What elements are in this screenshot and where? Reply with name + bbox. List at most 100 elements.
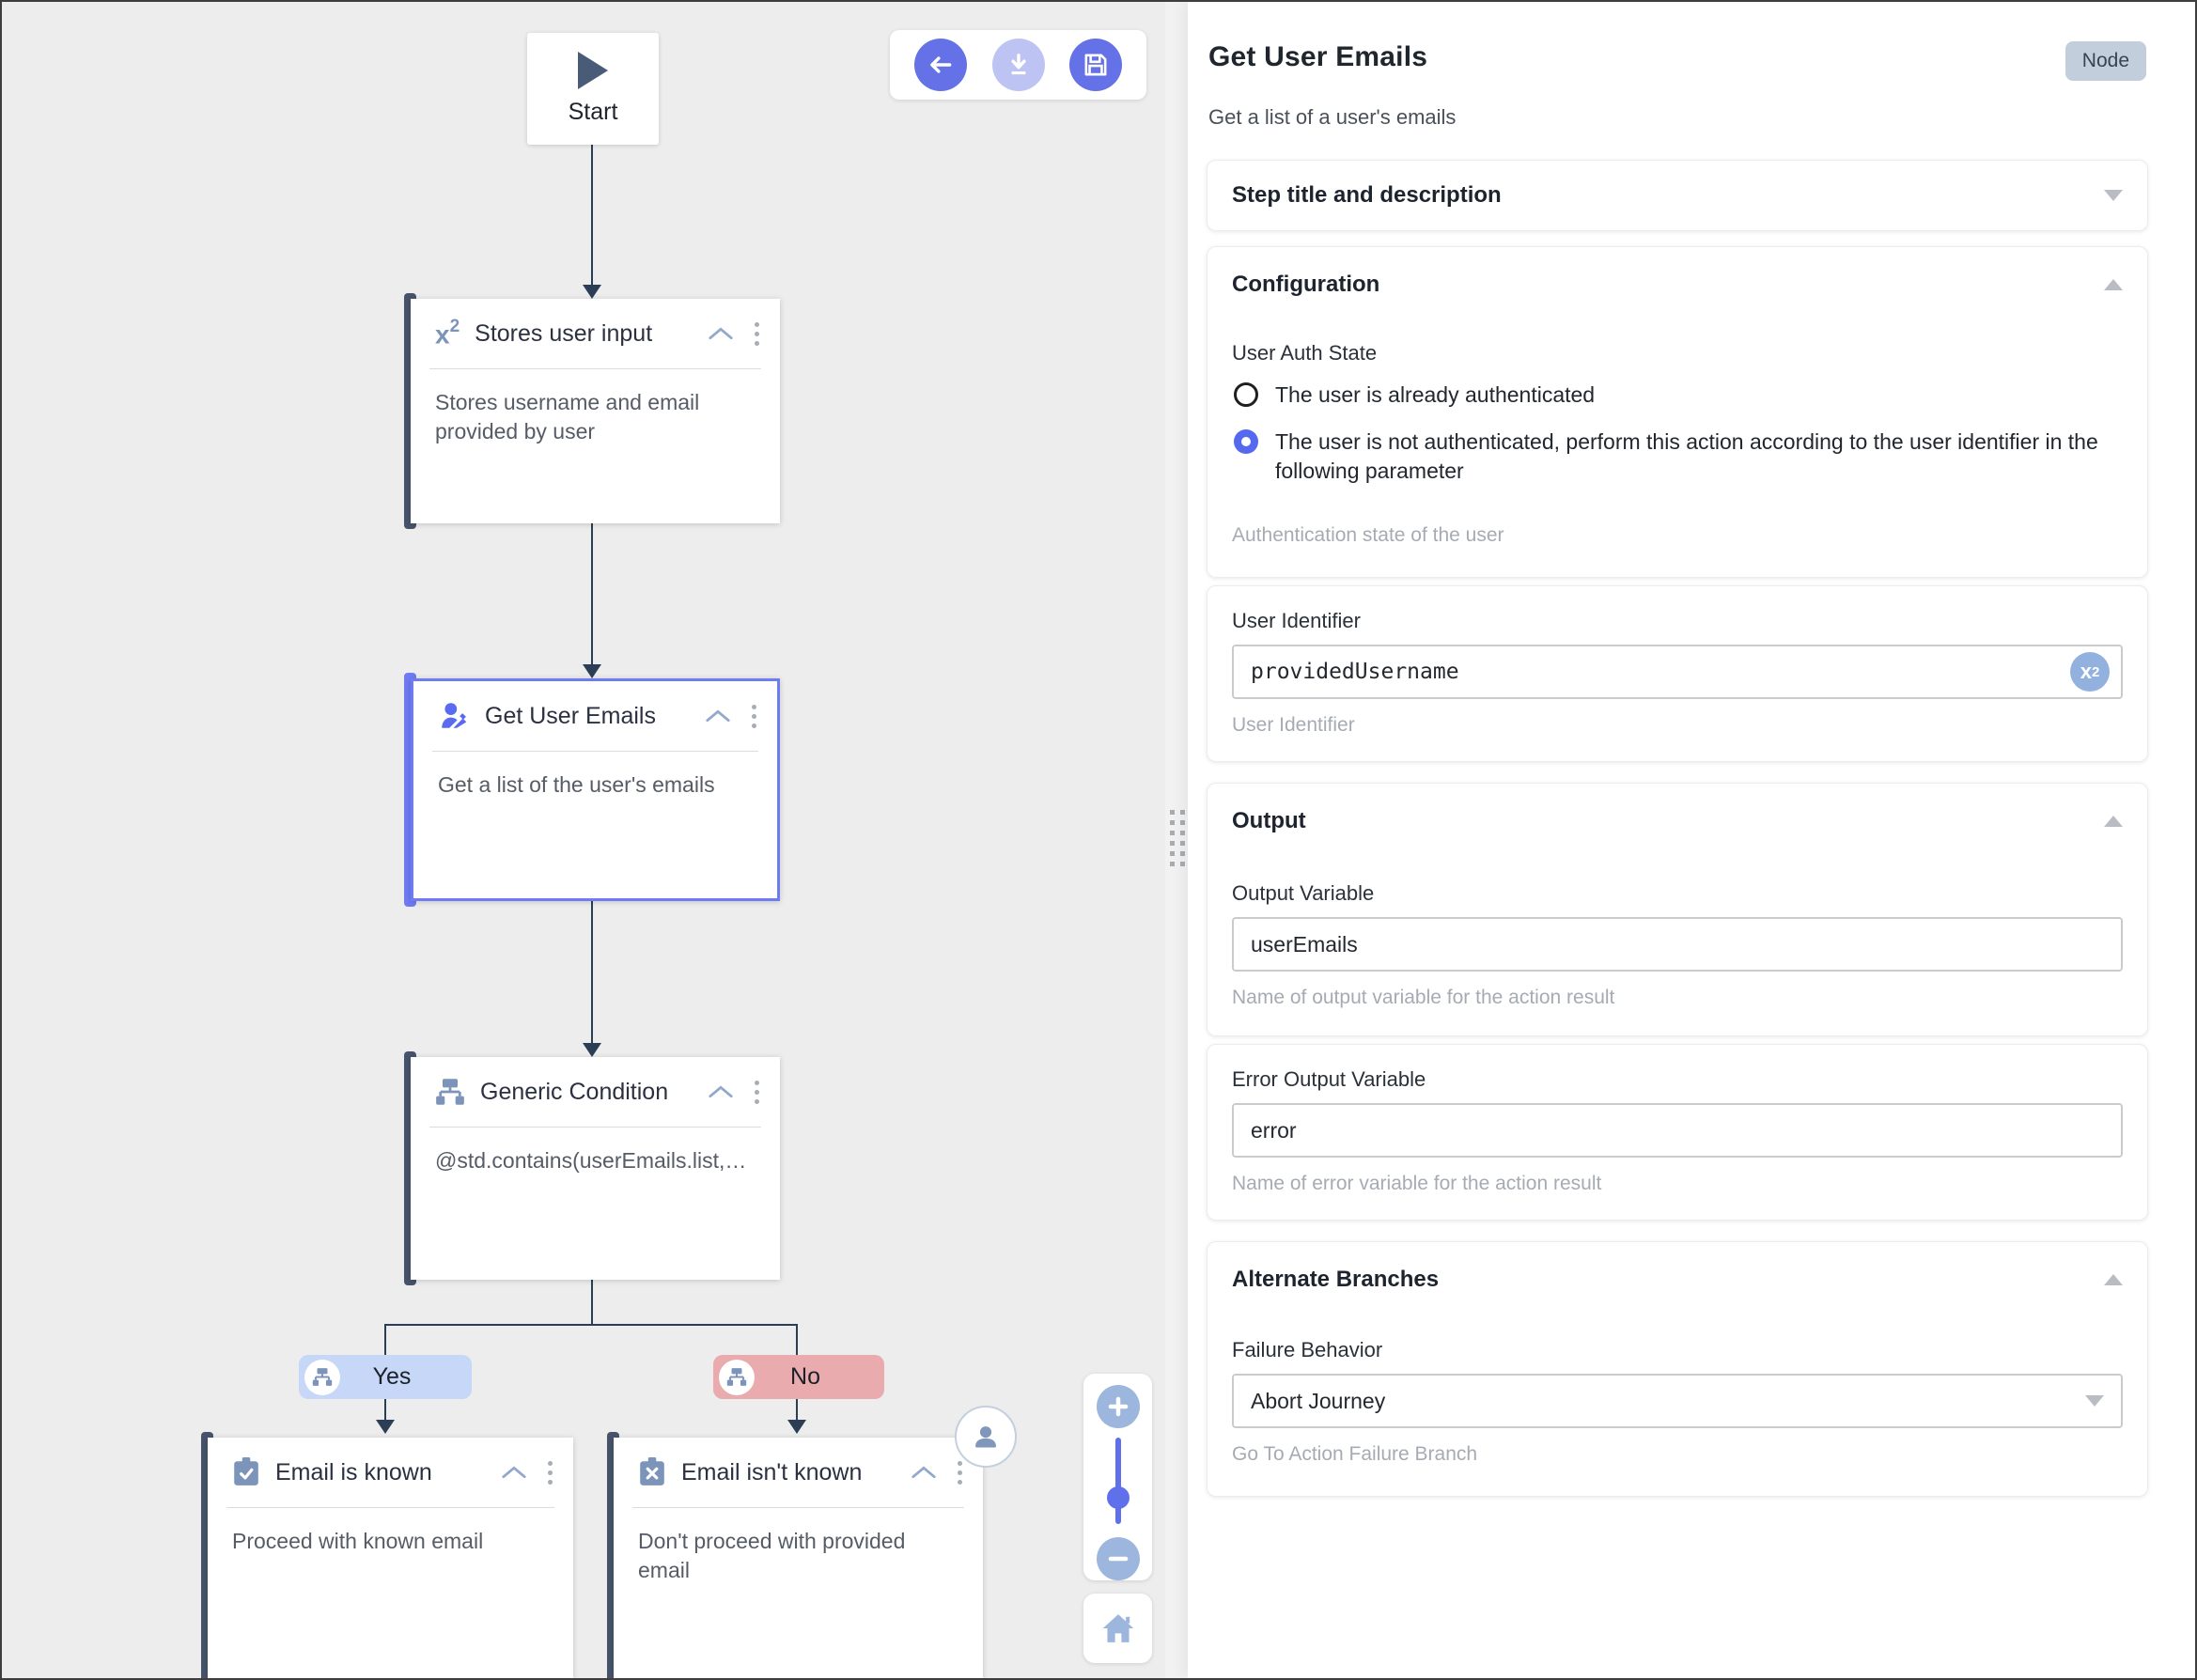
node-title: Email is known bbox=[275, 1458, 432, 1486]
arrow-left-icon bbox=[930, 56, 952, 73]
section-heading: Output bbox=[1232, 808, 1306, 834]
node-properties-panel: Get User Emails Node Get a list of a use… bbox=[1188, 2, 2195, 1678]
save-icon bbox=[1084, 54, 1107, 76]
output-variable-helper: Name of output variable for the action r… bbox=[1232, 987, 1615, 1009]
collapse-icon[interactable] bbox=[2104, 1274, 2123, 1286]
chevron-up-icon[interactable] bbox=[708, 326, 734, 341]
node-divider bbox=[432, 751, 758, 752]
radio-option-authenticated[interactable]: The user is already authenticated bbox=[1232, 381, 2123, 409]
node-email-isnt-known[interactable]: Email isn't known Don't proceed with pro… bbox=[607, 1432, 983, 1678]
connector-branch-split bbox=[384, 1324, 798, 1326]
auth-state-helper: Authentication state of the user bbox=[1232, 524, 1504, 547]
radio-selected[interactable] bbox=[1234, 429, 1258, 455]
node-divider bbox=[429, 1127, 761, 1128]
connector-getemails-to-condition bbox=[591, 901, 593, 1044]
panel-header: Get User Emails Node bbox=[1207, 41, 2148, 81]
section-heading: Step title and description bbox=[1232, 182, 1502, 208]
branch-circle bbox=[304, 1359, 340, 1395]
branch-label: Yes bbox=[372, 1363, 412, 1390]
node-get-user-emails[interactable]: Get User Emails Get a list of the user's… bbox=[404, 673, 780, 907]
section-alternate-branches: Alternate Branches Failure Behavior Abor… bbox=[1207, 1241, 2148, 1498]
avatar[interactable] bbox=[955, 1406, 1017, 1468]
clipboard-x-icon bbox=[640, 1457, 664, 1486]
branch-pill-no[interactable]: No bbox=[713, 1355, 884, 1399]
collapse-icon[interactable] bbox=[2104, 279, 2123, 290]
radio-option-not-authenticated[interactable]: The user is not authenticated, perform t… bbox=[1232, 428, 2123, 485]
output-variable-input[interactable]: userEmails bbox=[1232, 917, 2123, 972]
section-head: Configuration bbox=[1232, 272, 2123, 298]
node-stores-user-input[interactable]: x2 Stores user input Stores username and… bbox=[404, 293, 780, 529]
minus-icon bbox=[1108, 1556, 1128, 1562]
section-heading: Alternate Branches bbox=[1232, 1267, 1440, 1293]
failure-behavior-label: Failure Behavior bbox=[1232, 1338, 1383, 1362]
failure-behavior-select[interactable]: Abort Journey bbox=[1232, 1374, 2123, 1429]
chevron-up-icon[interactable] bbox=[708, 1084, 734, 1099]
node-card: Generic Condition @std.contains(userEmai… bbox=[411, 1057, 780, 1280]
node-title: Get User Emails bbox=[485, 702, 656, 729]
zoom-controls bbox=[1083, 1374, 1152, 1580]
connector-condition-stub bbox=[591, 1280, 593, 1326]
chevron-up-icon[interactable] bbox=[705, 708, 731, 723]
kebab-menu-icon[interactable] bbox=[749, 1077, 765, 1108]
kebab-menu-icon[interactable] bbox=[952, 1457, 968, 1488]
chevron-up-icon[interactable] bbox=[501, 1465, 527, 1480]
node-card: Get User Emails Get a list of the user's… bbox=[411, 678, 780, 901]
x2-icon: x2 bbox=[435, 316, 460, 350]
fit-view-button[interactable] bbox=[1083, 1594, 1152, 1663]
start-node[interactable]: Start bbox=[527, 33, 659, 145]
zoom-slider[interactable] bbox=[1083, 1438, 1152, 1528]
arrowhead-icon bbox=[583, 664, 601, 678]
flow-canvas[interactable]: Start bbox=[2, 2, 1188, 1678]
failure-behavior-value: Abort Journey bbox=[1251, 1388, 1386, 1413]
clipboard-check-icon bbox=[234, 1457, 258, 1486]
section-step-title[interactable]: Step title and description bbox=[1207, 160, 2148, 231]
download-button[interactable] bbox=[991, 39, 1045, 91]
arrowhead-icon bbox=[376, 1420, 395, 1434]
node-description: Stores username and email provided by us… bbox=[435, 390, 700, 444]
output-variable-value: userEmails bbox=[1251, 931, 1358, 957]
collapse-icon[interactable] bbox=[2104, 816, 2123, 828]
expand-icon[interactable] bbox=[2104, 190, 2123, 201]
zoom-slider-track bbox=[1114, 1438, 1121, 1524]
save-button[interactable] bbox=[1068, 39, 1122, 91]
node-email-is-known[interactable]: Email is known Proceed with known email bbox=[201, 1432, 573, 1678]
node-divider bbox=[226, 1507, 554, 1508]
branch-label: No bbox=[790, 1363, 820, 1390]
radio-label: The user is already authenticated bbox=[1275, 382, 1596, 407]
section-error-output: Error Output Variable error Name of erro… bbox=[1207, 1044, 2148, 1221]
branch-pill-yes[interactable]: Yes bbox=[299, 1355, 472, 1399]
chevron-up-icon[interactable] bbox=[911, 1465, 937, 1480]
kebab-menu-icon[interactable] bbox=[542, 1457, 558, 1488]
connector-start-to-store bbox=[591, 145, 593, 286]
arrowhead-icon bbox=[583, 285, 601, 299]
zoom-in-button[interactable] bbox=[1096, 1385, 1140, 1428]
radio-unselected[interactable] bbox=[1234, 382, 1258, 407]
section-configuration: Configuration User Auth State The user i… bbox=[1207, 246, 2148, 579]
connector-store-to-getemails bbox=[591, 523, 593, 664]
sitemap-icon bbox=[312, 1368, 333, 1386]
chevron-down-icon bbox=[2085, 1395, 2104, 1408]
node-header: Email is known bbox=[208, 1438, 573, 1507]
user-identifier-value: providedUsername bbox=[1251, 660, 1459, 685]
node-card: Email isn't known Don't proceed with pro… bbox=[614, 1438, 983, 1678]
zoom-out-button[interactable] bbox=[1096, 1537, 1140, 1580]
error-output-input[interactable]: error bbox=[1232, 1103, 2123, 1159]
radio-label: The user is not authenticated, perform t… bbox=[1275, 429, 2098, 483]
node-description: Don't proceed with provided email bbox=[638, 1529, 906, 1583]
node-generic-condition[interactable]: Generic Condition @std.contains(userEmai… bbox=[404, 1051, 780, 1285]
drag-handle-icon bbox=[1170, 810, 1185, 866]
panel-splitter[interactable] bbox=[1165, 2, 1188, 1678]
kebab-menu-icon[interactable] bbox=[749, 319, 765, 350]
error-output-value: error bbox=[1251, 1117, 1297, 1143]
back-button[interactable] bbox=[914, 39, 968, 91]
zoom-slider-thumb[interactable] bbox=[1106, 1486, 1130, 1509]
user-auth-state-label: User Auth State bbox=[1232, 341, 1378, 365]
kebab-menu-icon[interactable] bbox=[746, 701, 762, 732]
section-head: Alternate Branches bbox=[1232, 1267, 2123, 1293]
sitemap-icon bbox=[436, 1079, 464, 1105]
section-output: Output Output Variable userEmails Name o… bbox=[1207, 783, 2148, 1037]
